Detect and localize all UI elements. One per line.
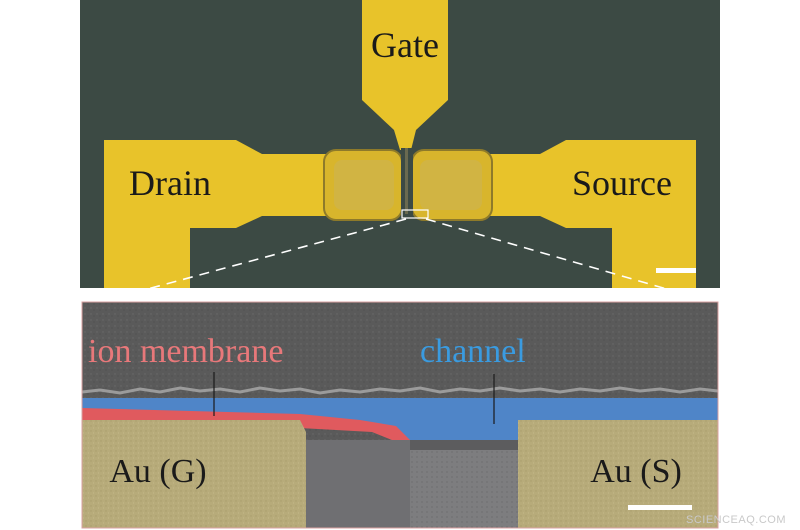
gate-label: Gate (371, 25, 439, 65)
drain-electrode (104, 140, 335, 288)
bottom-panel-border (81, 301, 719, 529)
middle-trench-left (306, 440, 410, 528)
au-gate-label: Au (G) (109, 453, 206, 490)
au-source-label: Au (S) (590, 453, 682, 490)
surface-roughness (81, 386, 719, 395)
zoom-box (401, 209, 429, 219)
drain-label: Drain (129, 163, 211, 203)
zoom-line-left (143, 218, 407, 291)
top-scale-bar (656, 268, 696, 273)
channel-label: channel (420, 333, 526, 370)
source-label: Source (572, 163, 672, 203)
channel-layer (82, 398, 718, 440)
middle-trench-right (410, 440, 518, 528)
au-gate-block (82, 420, 306, 528)
top-panel-optical-image: Gate Drain Source (80, 0, 720, 291)
au-source-block (518, 420, 718, 528)
bottom-panel-sem-image: ion membrane channel Au (G) Au (S) (81, 302, 719, 528)
watermark: SCIENCEAQ.COM (685, 514, 786, 526)
gate-electrode (362, 0, 448, 150)
source-electrode (476, 140, 696, 288)
ion-membrane-label: ion membrane (88, 333, 283, 370)
bottom-scale-bar (628, 505, 692, 510)
zoom-line-right (425, 218, 671, 291)
